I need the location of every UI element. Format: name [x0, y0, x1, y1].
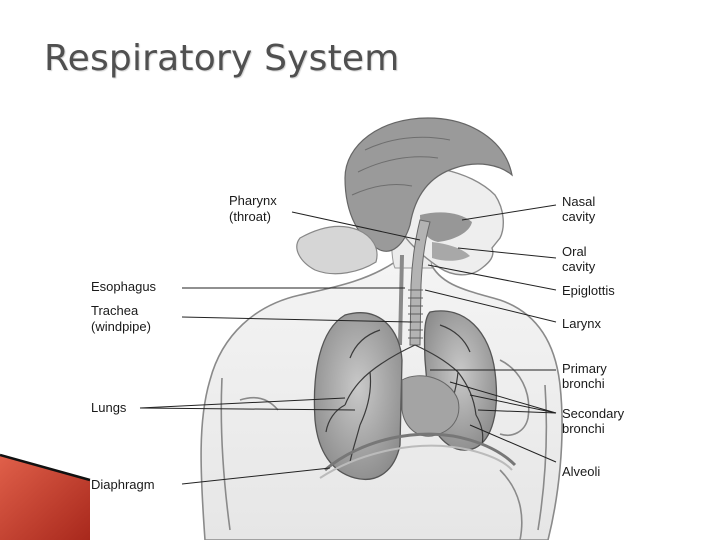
label-larynx: Larynx: [562, 316, 602, 331]
label-pharynx: Pharynx: [229, 193, 277, 208]
label-trachea-sub: (windpipe): [91, 319, 151, 334]
label-esophagus: Esophagus: [91, 279, 157, 294]
label-diaphragm: Diaphragm: [91, 477, 155, 492]
label-secondary: Secondary: [562, 406, 625, 421]
label-alveoli: Alveoli: [562, 464, 600, 479]
right-labels: Nasal cavity Oral cavity Epiglottis Lary…: [562, 194, 625, 479]
label-epiglottis: Epiglottis: [562, 283, 615, 298]
label-nasal-sub: cavity: [562, 209, 596, 224]
label-primary-sub: bronchi: [562, 376, 605, 391]
corner-accent: [0, 455, 90, 540]
label-primary: Primary: [562, 361, 607, 376]
label-secondary-sub: bronchi: [562, 421, 605, 436]
label-nasal: Nasal: [562, 194, 595, 209]
label-lungs: Lungs: [91, 400, 127, 415]
body-figure: [201, 118, 562, 540]
label-oral-sub: cavity: [562, 259, 596, 274]
label-oral: Oral: [562, 244, 587, 259]
label-trachea: Trachea: [91, 303, 139, 318]
label-pharynx-sub: (throat): [229, 209, 271, 224]
